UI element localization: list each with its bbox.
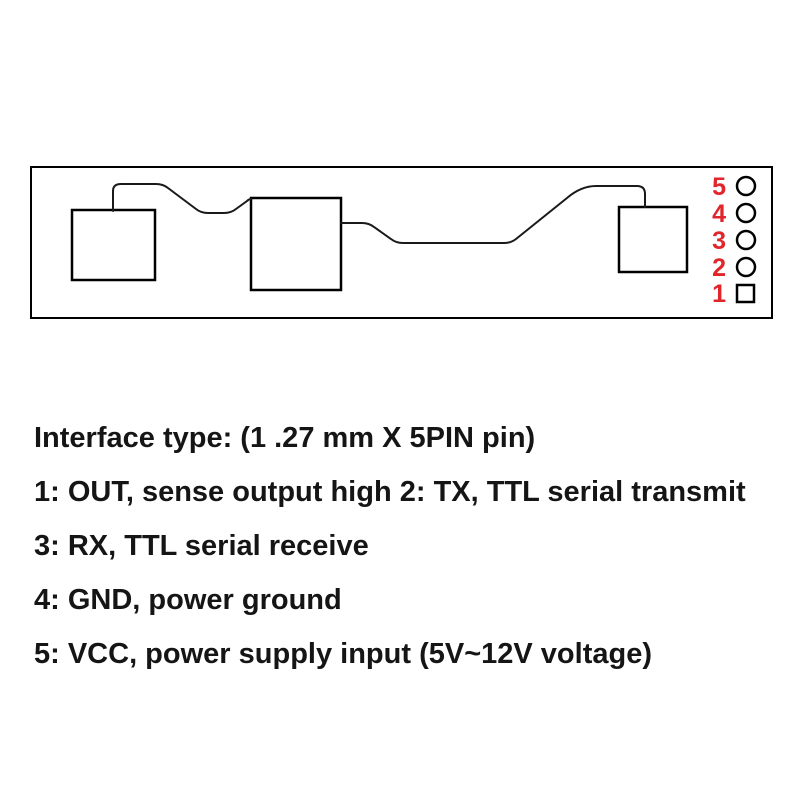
spec-text-block: Interface type: (1 .27 mm X 5PIN pin) 1:… [34,411,794,681]
center-component [249,196,343,292]
pin-desc-line-1-2: 1: OUT, sense output high 2: TX, TTL ser… [34,476,746,508]
pin-marker-1 [735,283,756,304]
pin-marker-5 [735,175,757,197]
right-component [617,205,689,274]
pin-label-5: 5 [712,173,726,201]
pin-markers [735,175,757,304]
pin-label-4: 4 [712,200,726,228]
left-component [70,208,157,282]
pin-desc-line-3: 3: RX, TTL serial receive [34,530,369,562]
pin-label-3: 3 [712,227,726,255]
pin-number-labels: 5 4 3 2 1 [712,173,726,308]
pin-marker-3 [735,229,757,251]
pin-desc-line-4: 4: GND, power ground [34,584,342,616]
trace-left [112,183,252,214]
pin-desc-line-5: 5: VCC, power supply input (5V~12V volta… [34,638,652,670]
pin-marker-2 [735,256,757,278]
pcb-outline [30,166,773,319]
pin-marker-4 [735,202,757,224]
pin-label-2: 2 [712,254,726,282]
interface-type-line: Interface type: (1 .27 mm X 5PIN pin) [34,422,536,454]
pin-label-1: 1 [712,280,726,308]
trace-right [340,185,646,244]
